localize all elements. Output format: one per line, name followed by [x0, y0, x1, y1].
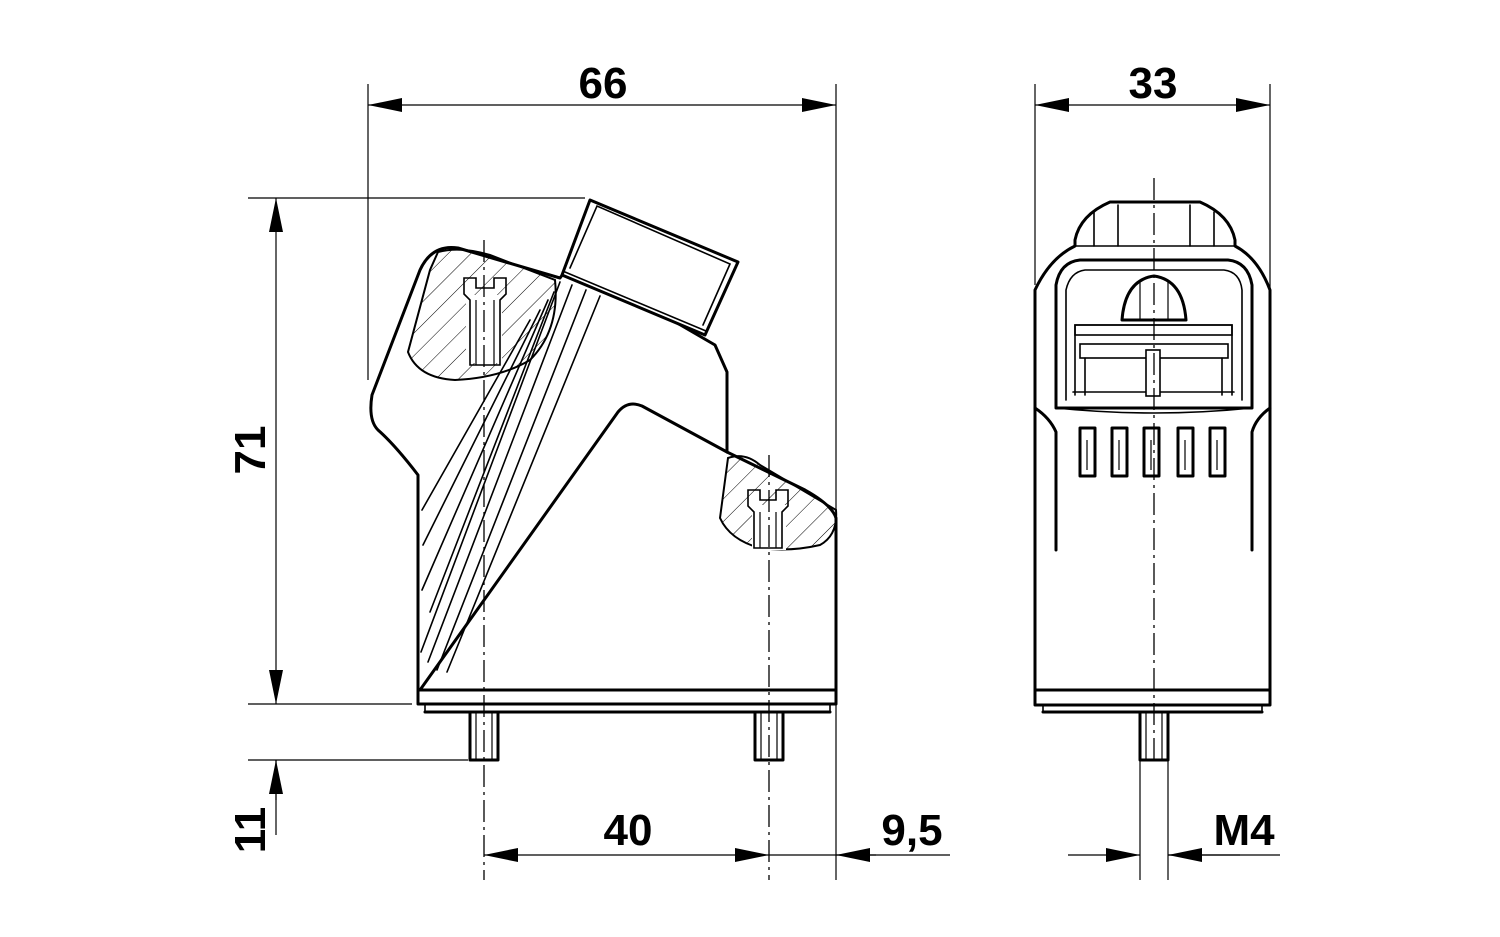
dimension-11: 11: [226, 759, 468, 854]
dimension-71: 71: [226, 197, 585, 705]
dimension-33-label: 33: [1129, 59, 1178, 108]
dimension-9-5: 9,5: [769, 806, 950, 862]
connector-cap-inner: [569, 204, 732, 326]
dimension-40-label: 40: [604, 806, 653, 855]
dimension-m4: M4: [1068, 760, 1280, 880]
side-view: [1033, 178, 1272, 762]
front-base-plate: [416, 688, 838, 706]
dimension-33: 33: [1034, 59, 1271, 290]
dimension-11-label: 11: [226, 807, 275, 854]
dimension-9-5-label: 9,5: [881, 806, 942, 855]
dimension-66-label: 66: [579, 59, 628, 108]
side-vent-slots: [1078, 426, 1227, 478]
inner-slant-face: [418, 402, 729, 692]
connector-cap-edge: [564, 271, 707, 332]
dimension-40: 40: [484, 806, 769, 862]
front-view: [369, 198, 838, 880]
dimension-71-label: 71: [226, 426, 275, 475]
dimension-m4-label: M4: [1213, 806, 1275, 855]
section-lower-right: [718, 455, 838, 551]
dimension-66: 66: [367, 59, 837, 880]
side-window-frame: [1054, 258, 1254, 410]
screw-right: [747, 489, 789, 549]
screw-left: [463, 277, 507, 366]
side-housing-outline: [1033, 200, 1272, 707]
connector-cap: [560, 198, 740, 337]
side-lower-contour: [1033, 406, 1058, 552]
